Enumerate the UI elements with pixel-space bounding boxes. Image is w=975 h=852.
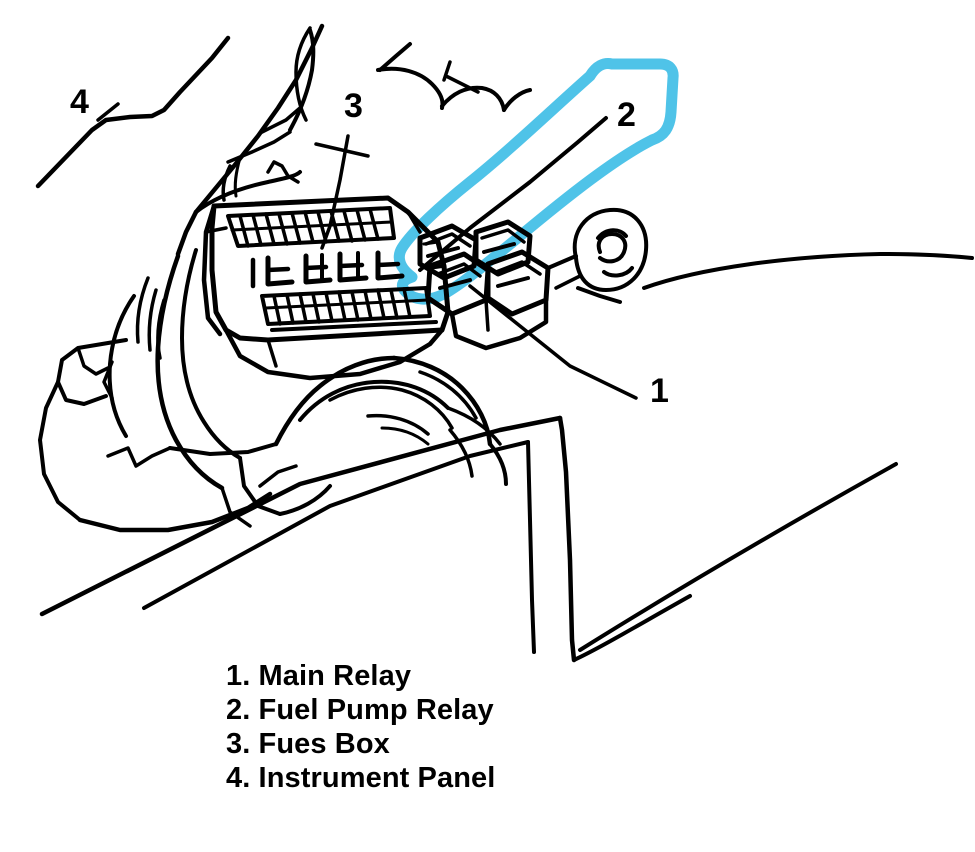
legend-item-2: 2. Fuel Pump Relay (226, 694, 494, 726)
callout-2-leader (418, 116, 608, 272)
kick-panel-shapes (220, 355, 508, 528)
callout-numbers: 4 3 2 1 (70, 83, 669, 410)
fuel-pump-relay (417, 219, 533, 281)
misc-line-details (406, 210, 446, 270)
main-relay (425, 249, 551, 351)
dashboard-upper-edge-right (642, 252, 974, 290)
console-edge-lines (39, 415, 692, 663)
callout-4-leader (96, 102, 120, 122)
callout-1-leader (468, 284, 638, 400)
legend-item-3: 3. Fues Box (226, 728, 390, 760)
fuse-box-bottom-row (260, 286, 438, 332)
circular-connector (546, 207, 649, 304)
callout-number-2: 2 (617, 96, 636, 134)
callout-number-1: 1 (650, 372, 669, 410)
fuse-box-middle-row (250, 250, 405, 289)
callout-number-3: 3 (344, 87, 363, 125)
dashboard-lower-curve-right (578, 462, 898, 652)
legend-item-1: 1. Main Relay (226, 660, 412, 692)
fuse-box-top-row (226, 206, 396, 248)
upper-hose-detail (376, 42, 532, 112)
legend-item-4: 4. Instrument Panel (226, 762, 496, 794)
air-duct-bracket (175, 23, 325, 257)
instrument-panel-edge (35, 35, 231, 189)
legend: 1. Main Relay 2. Fuel Pump Relay 3. Fues… (226, 659, 746, 795)
wiring-harness (38, 248, 278, 533)
callout-number-4: 4 (70, 83, 89, 121)
